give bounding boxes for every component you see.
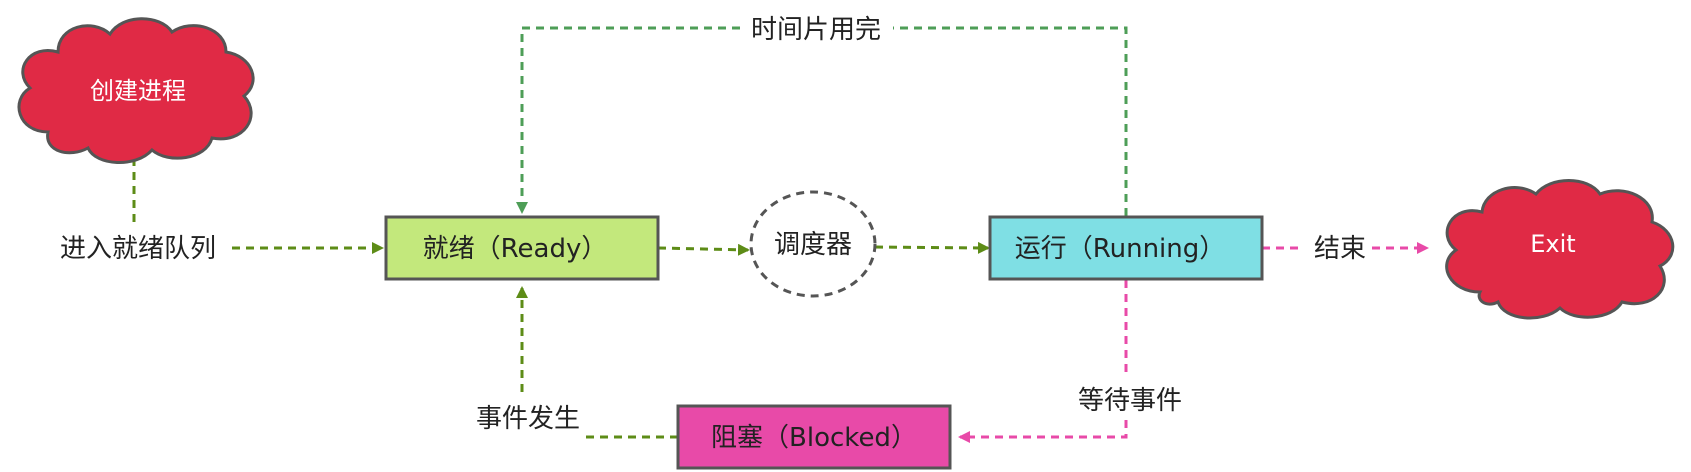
cloud-shape bbox=[1445, 179, 1675, 320]
edge-ready-scheduler bbox=[657, 243, 750, 256]
node-exit: Exit bbox=[1445, 179, 1675, 320]
edge-wait bbox=[960, 280, 1128, 437]
edge-label-timeslice: 时间片用完 bbox=[751, 15, 881, 45]
node-running: 运行（Running） bbox=[988, 215, 1264, 281]
node-create-label: 创建进程 bbox=[90, 77, 186, 105]
blocked-box bbox=[676, 404, 952, 470]
running-box bbox=[988, 215, 1264, 281]
scheduler-circle bbox=[749, 190, 877, 298]
edge-occur bbox=[522, 288, 678, 439]
edge-label-wait: 等待事件 bbox=[1078, 386, 1182, 416]
node-blocked: 阻塞（Blocked） bbox=[676, 404, 952, 470]
node-blocked-label: 阻塞（Blocked） bbox=[711, 423, 917, 453]
edge-label-enter-ready: 进入就绪队列 bbox=[60, 234, 216, 264]
node-ready-label: 就绪（Ready） bbox=[423, 234, 608, 264]
edge-label-end: 结束 bbox=[1314, 234, 1366, 264]
edge-scheduler-running bbox=[874, 241, 990, 254]
node-exit-label: Exit bbox=[1530, 230, 1575, 258]
edge-timeslice bbox=[522, 26, 1128, 216]
node-scheduler: 调度器 bbox=[749, 190, 877, 298]
node-create-process: 创建进程 bbox=[17, 17, 255, 164]
edge-label-occur: 事件发生 bbox=[476, 404, 580, 434]
node-ready: 就绪（Ready） bbox=[384, 215, 660, 281]
node-scheduler-label: 调度器 bbox=[774, 230, 852, 260]
node-running-label: 运行（Running） bbox=[1015, 234, 1226, 264]
ready-box bbox=[384, 215, 660, 281]
cloud-shape bbox=[17, 17, 255, 164]
